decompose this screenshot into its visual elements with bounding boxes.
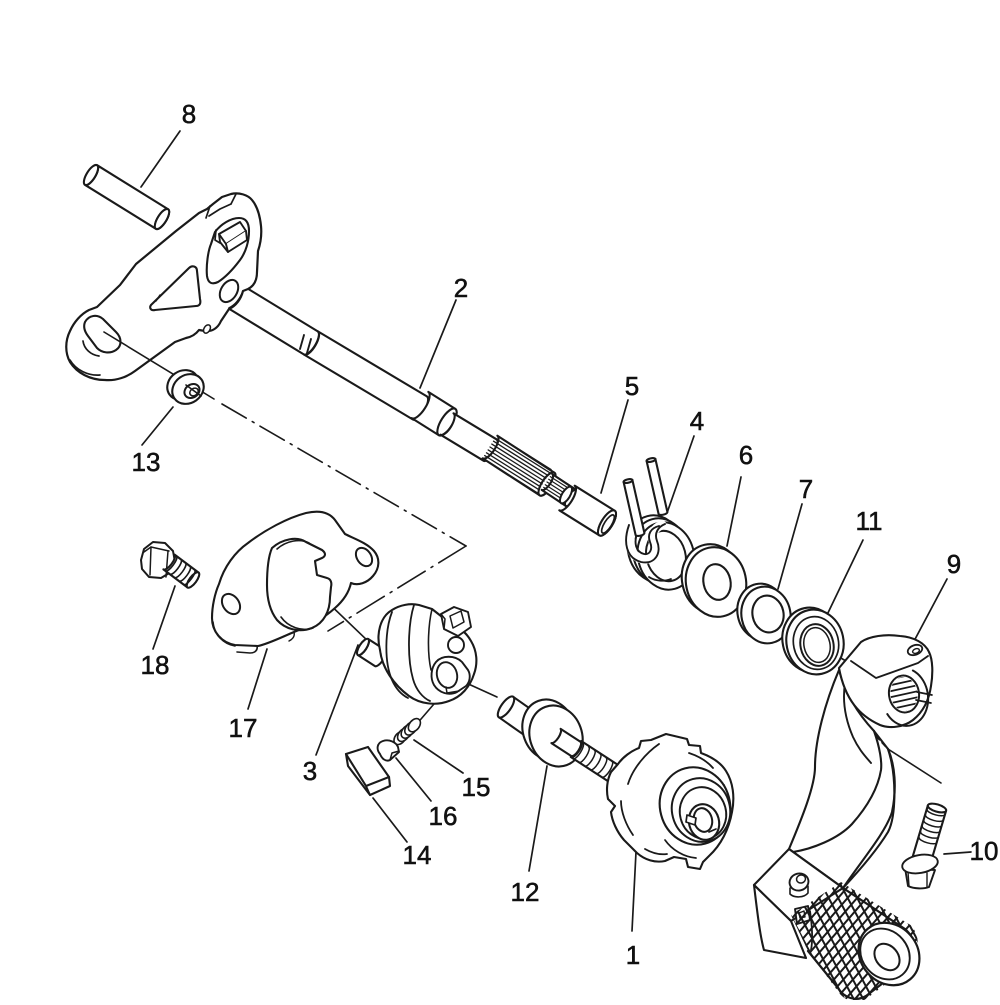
svg-text:17: 17 xyxy=(229,713,258,743)
svg-text:8: 8 xyxy=(182,99,196,129)
svg-text:4: 4 xyxy=(690,406,704,436)
svg-text:3: 3 xyxy=(303,756,317,786)
svg-text:11: 11 xyxy=(856,506,883,536)
svg-text:18: 18 xyxy=(141,650,170,680)
svg-text:16: 16 xyxy=(429,801,458,831)
svg-text:2: 2 xyxy=(454,273,468,303)
svg-text:1: 1 xyxy=(626,940,640,970)
svg-text:15: 15 xyxy=(462,772,491,802)
svg-text:10: 10 xyxy=(970,836,999,866)
svg-text:7: 7 xyxy=(799,474,813,504)
svg-text:9: 9 xyxy=(947,549,961,579)
svg-text:5: 5 xyxy=(625,371,639,401)
svg-text:13: 13 xyxy=(132,447,161,477)
svg-text:14: 14 xyxy=(403,840,432,870)
svg-text:12: 12 xyxy=(511,877,540,907)
svg-text:6: 6 xyxy=(739,440,753,470)
